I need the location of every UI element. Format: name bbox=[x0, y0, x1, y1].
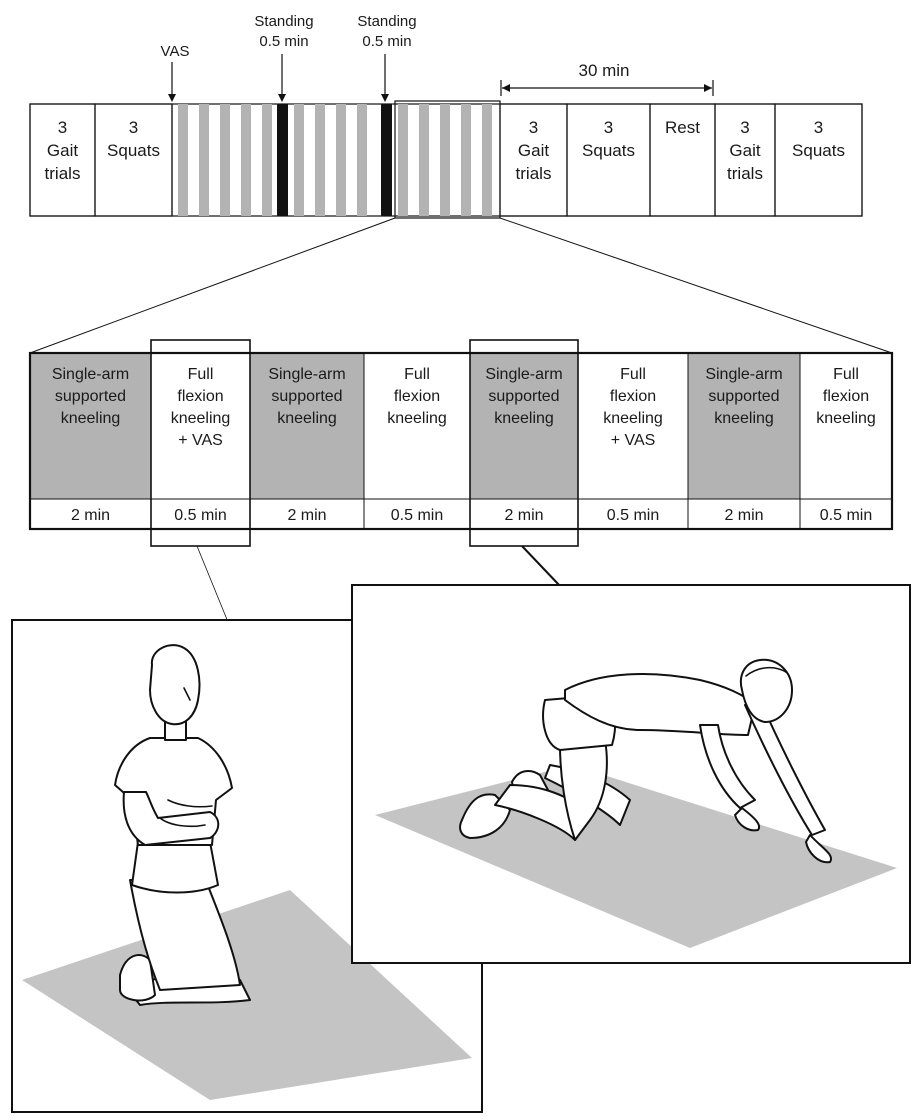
stripe bbox=[398, 104, 408, 216]
stripe bbox=[336, 104, 346, 216]
vas-label: VAS bbox=[161, 43, 190, 60]
stripe bbox=[178, 104, 188, 216]
duration-label: 30 min bbox=[578, 61, 629, 80]
detail-cell-duration: 2 min bbox=[504, 507, 543, 524]
stripe bbox=[419, 104, 429, 216]
standing-bar-1 bbox=[277, 104, 288, 216]
stripe bbox=[461, 104, 471, 216]
kneeling-figure-left bbox=[114, 644, 251, 1006]
selection-box-full-flexion bbox=[150, 339, 251, 547]
kneeling-figure-right bbox=[459, 658, 833, 864]
detail-cell-duration: 0.5 min bbox=[174, 507, 226, 524]
detail-cell-duration: 2 min bbox=[724, 507, 763, 524]
stripe bbox=[440, 104, 450, 216]
stripe bbox=[482, 104, 492, 216]
stripe bbox=[315, 104, 325, 216]
selection-box-single-arm bbox=[469, 339, 579, 547]
standing-bar-2 bbox=[381, 104, 392, 216]
zoom-line-left bbox=[29, 217, 396, 354]
detail-cell-duration: 0.5 min bbox=[391, 507, 443, 524]
stripe bbox=[241, 104, 251, 216]
stripe bbox=[357, 104, 367, 216]
detail-cell-duration: 2 min bbox=[71, 507, 110, 524]
timeline-block-label: Rest bbox=[665, 118, 700, 137]
stripe bbox=[262, 104, 272, 216]
detail-cell-duration: 2 min bbox=[287, 507, 326, 524]
connector-right bbox=[521, 545, 561, 587]
connector-left bbox=[196, 545, 229, 623]
single-arm-supported-kneeling-panel bbox=[351, 584, 911, 964]
zoom-line-right bbox=[499, 217, 893, 354]
detail-cell-duration: 0.5 min bbox=[607, 507, 659, 524]
stripe bbox=[220, 104, 230, 216]
stripe bbox=[294, 104, 304, 216]
detail-cell-duration: 0.5 min bbox=[820, 507, 872, 524]
kneeling-stripes bbox=[171, 104, 492, 216]
stripe bbox=[199, 104, 209, 216]
